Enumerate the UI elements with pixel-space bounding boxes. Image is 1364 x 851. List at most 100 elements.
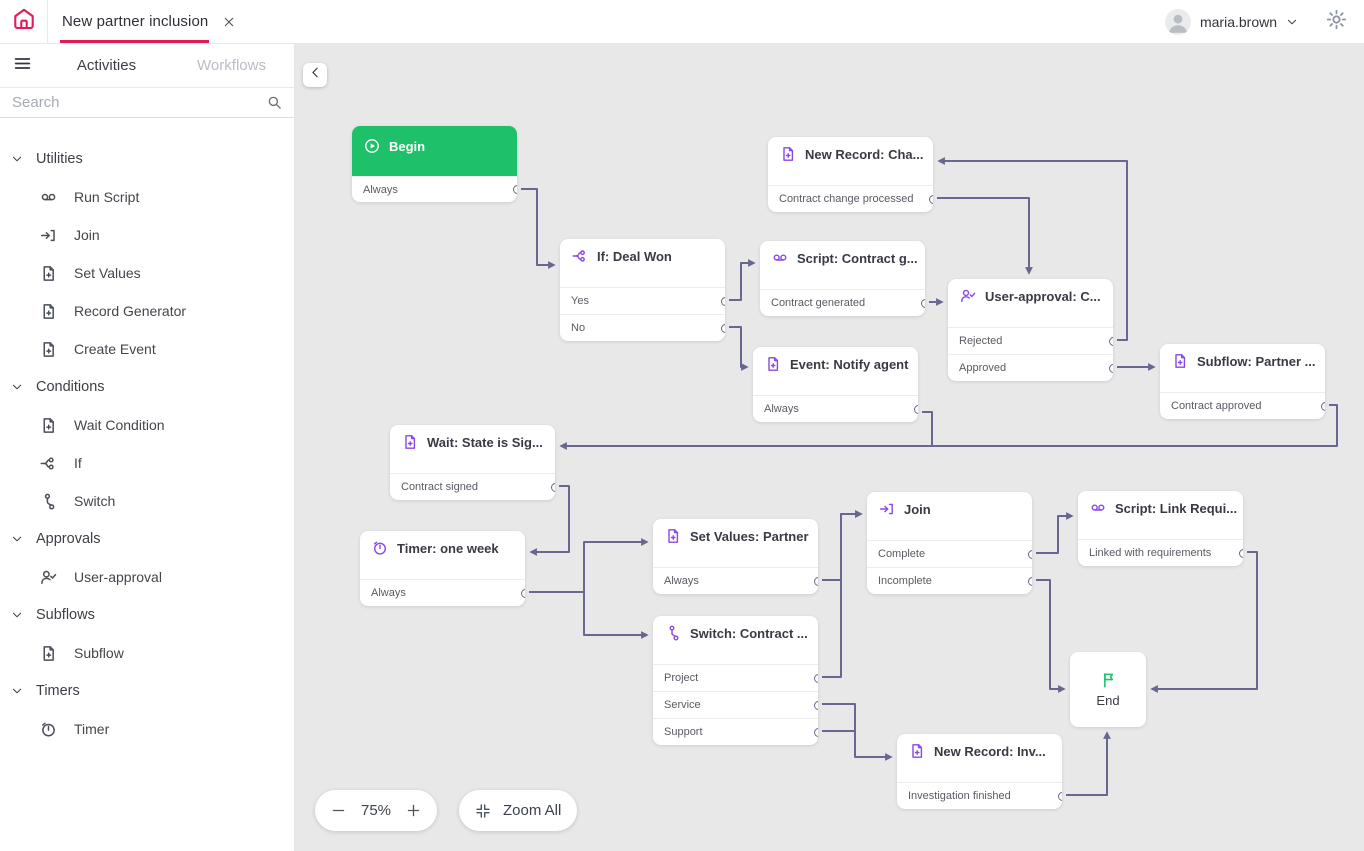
output-port[interactable] [914, 404, 918, 414]
sidebar-section-subflows[interactable]: Subflows [0, 596, 294, 634]
node-title: Timer: one week [397, 540, 499, 556]
output-port[interactable] [721, 323, 725, 333]
user-approval-icon [41, 570, 57, 584]
palette-item-set-values[interactable]: Set Values [0, 254, 294, 292]
palette-item-switch[interactable]: Switch [0, 482, 294, 520]
output-port[interactable] [513, 185, 517, 194]
output-port[interactable] [1321, 401, 1325, 411]
sidebar-section-approvals[interactable]: Approvals [0, 520, 294, 558]
node-output-yes: Yes [560, 287, 725, 314]
sidebar-section-conditions[interactable]: Conditions [0, 368, 294, 406]
chevron-down-icon [12, 612, 22, 618]
output-port[interactable] [814, 673, 818, 683]
sidebar-section-utilities[interactable]: Utilities [0, 140, 294, 178]
tab-activities[interactable]: Activities [76, 57, 137, 74]
palette-item-record-generator[interactable]: Record Generator [0, 292, 294, 330]
palette-item-join[interactable]: Join [0, 216, 294, 254]
edge-if-deal-won-to-event-notify-agent [729, 326, 749, 371]
output-port[interactable] [921, 298, 925, 308]
user-approval-icon [40, 569, 58, 586]
zoom-in-button[interactable] [406, 803, 421, 818]
palette-item-timer[interactable]: Timer [0, 710, 294, 748]
play-circle-icon [365, 139, 379, 153]
flow-node-new-record-change[interactable]: New Record: Cha...Contract change proces… [768, 137, 933, 212]
search-icon [268, 96, 281, 109]
run-script-icon [1090, 500, 1106, 516]
edge-layer [521, 157, 1338, 796]
settings-button[interactable] [1308, 0, 1364, 43]
flow-node-wait-state-signed[interactable]: Wait: State is Sig...Contract signed [390, 425, 555, 500]
section-label: Utilities [36, 151, 83, 167]
edge-begin-to-if-deal-won [521, 188, 556, 269]
node-output-always: Always [653, 567, 818, 594]
output-port[interactable] [721, 296, 725, 306]
node-output-service: Service [653, 691, 818, 718]
user-menu[interactable]: maria.brown [1155, 0, 1308, 43]
output-port[interactable] [814, 576, 818, 586]
output-port[interactable] [521, 588, 525, 598]
menu-button[interactable] [0, 54, 44, 78]
node-output-contract-change-processed: Contract change processed [768, 185, 933, 212]
flow-node-new-record-investigation[interactable]: New Record: Inv...Investigation finished [897, 734, 1062, 809]
chevron-left-icon [311, 67, 318, 78]
tab-workflows[interactable]: Workflows [197, 57, 266, 74]
avatar [1164, 8, 1191, 35]
edge-new-record-investigation-to-end [1066, 731, 1111, 796]
flow-node-script-contract[interactable]: Script: Contract g...Contract generated [760, 241, 925, 316]
flow-node-script-link-requirements[interactable]: Script: Link Requi...Linked with require… [1078, 491, 1243, 566]
output-port[interactable] [1028, 549, 1032, 559]
edge-event-notify-agent-to-wait-state-signed [922, 411, 933, 445]
palette-item-run-script[interactable]: Run Script [0, 178, 294, 216]
edge-new-record-change-to-user-approval [937, 197, 1033, 275]
output-port[interactable] [1058, 791, 1062, 801]
chevron-down-icon [11, 153, 23, 165]
doc-plus-icon [780, 146, 796, 162]
zoom-out-button[interactable] [331, 803, 346, 818]
zoom-all-label: Zoom All [503, 802, 562, 819]
palette-item-subflow[interactable]: Subflow [0, 634, 294, 672]
output-port[interactable] [1028, 576, 1032, 586]
collapse-panel-button[interactable] [303, 63, 327, 87]
home-button[interactable] [0, 0, 48, 43]
output-port[interactable] [814, 727, 818, 737]
document-tab[interactable]: New partner inclusion [48, 0, 251, 43]
output-port[interactable] [1239, 548, 1243, 558]
output-port[interactable] [814, 700, 818, 710]
output-port[interactable] [1109, 363, 1113, 373]
palette-item-create-event[interactable]: Create Event [0, 330, 294, 368]
output-port[interactable] [1109, 336, 1113, 346]
output-port[interactable] [551, 482, 555, 492]
palette-item-label: Record Generator [74, 303, 187, 319]
section-label: Approvals [36, 531, 101, 547]
node-title: Set Values: Partner [690, 528, 809, 544]
zoom-all-button[interactable]: Zoom All [459, 790, 578, 831]
node-output-always: Always [360, 579, 525, 606]
search-icon [267, 95, 282, 110]
sidebar-section-timers[interactable]: Timers [0, 672, 294, 710]
doc-plus-icon [40, 303, 58, 320]
node-output-approved: Approved [948, 354, 1113, 381]
search-input[interactable] [12, 94, 267, 111]
node-title: Subflow: Partner ... [1197, 353, 1316, 369]
palette-item-user-approval[interactable]: User-approval [0, 558, 294, 596]
if-icon [572, 250, 585, 262]
edge-subflow-partner-to-wait-state-signed [559, 404, 1338, 450]
output-port[interactable] [929, 194, 933, 204]
flag-icon [1104, 673, 1114, 688]
flow-node-end[interactable]: End [1070, 652, 1146, 727]
palette-item-wait-condition[interactable]: Wait Condition [0, 406, 294, 444]
close-icon[interactable] [223, 16, 235, 28]
node-header: If: Deal Won [560, 239, 725, 287]
flow-node-subflow-partner[interactable]: Subflow: Partner ...Contract approved [1160, 344, 1325, 419]
user-name: maria.brown [1199, 13, 1277, 30]
palette-item-if[interactable]: If [0, 444, 294, 482]
